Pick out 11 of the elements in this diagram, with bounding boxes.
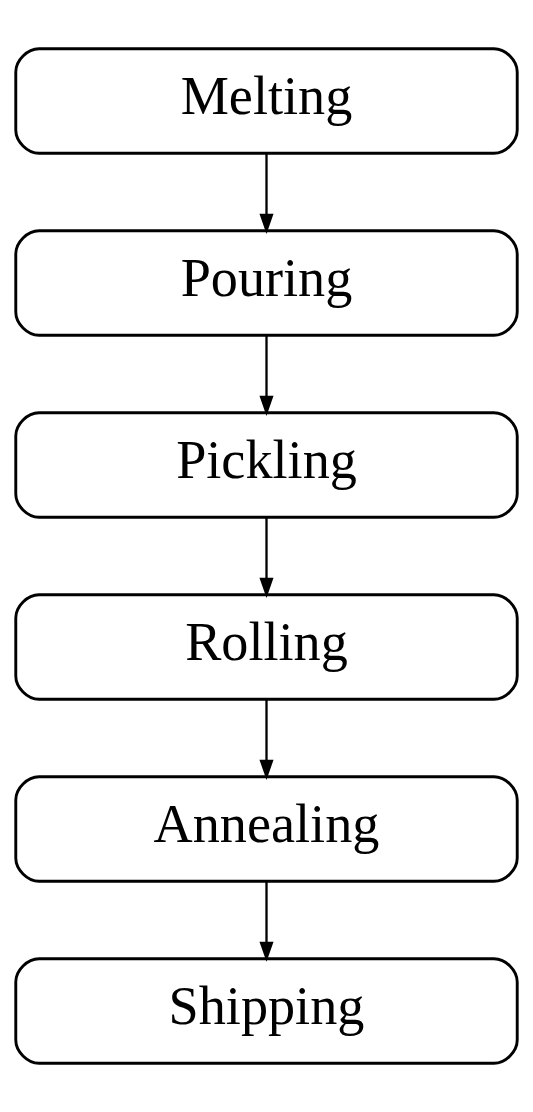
node-box: Pouring (14, 229, 519, 337)
node-box: Pickling (14, 411, 519, 519)
arrow (259, 153, 274, 234)
node-box: Rolling (14, 593, 519, 701)
arrow (259, 881, 274, 962)
arrow (259, 699, 274, 780)
node-box: Melting (14, 47, 519, 155)
node-box: Annealing (14, 775, 519, 883)
arrow (259, 517, 274, 598)
arrow (259, 335, 274, 416)
node-box: Shipping (14, 957, 519, 1065)
